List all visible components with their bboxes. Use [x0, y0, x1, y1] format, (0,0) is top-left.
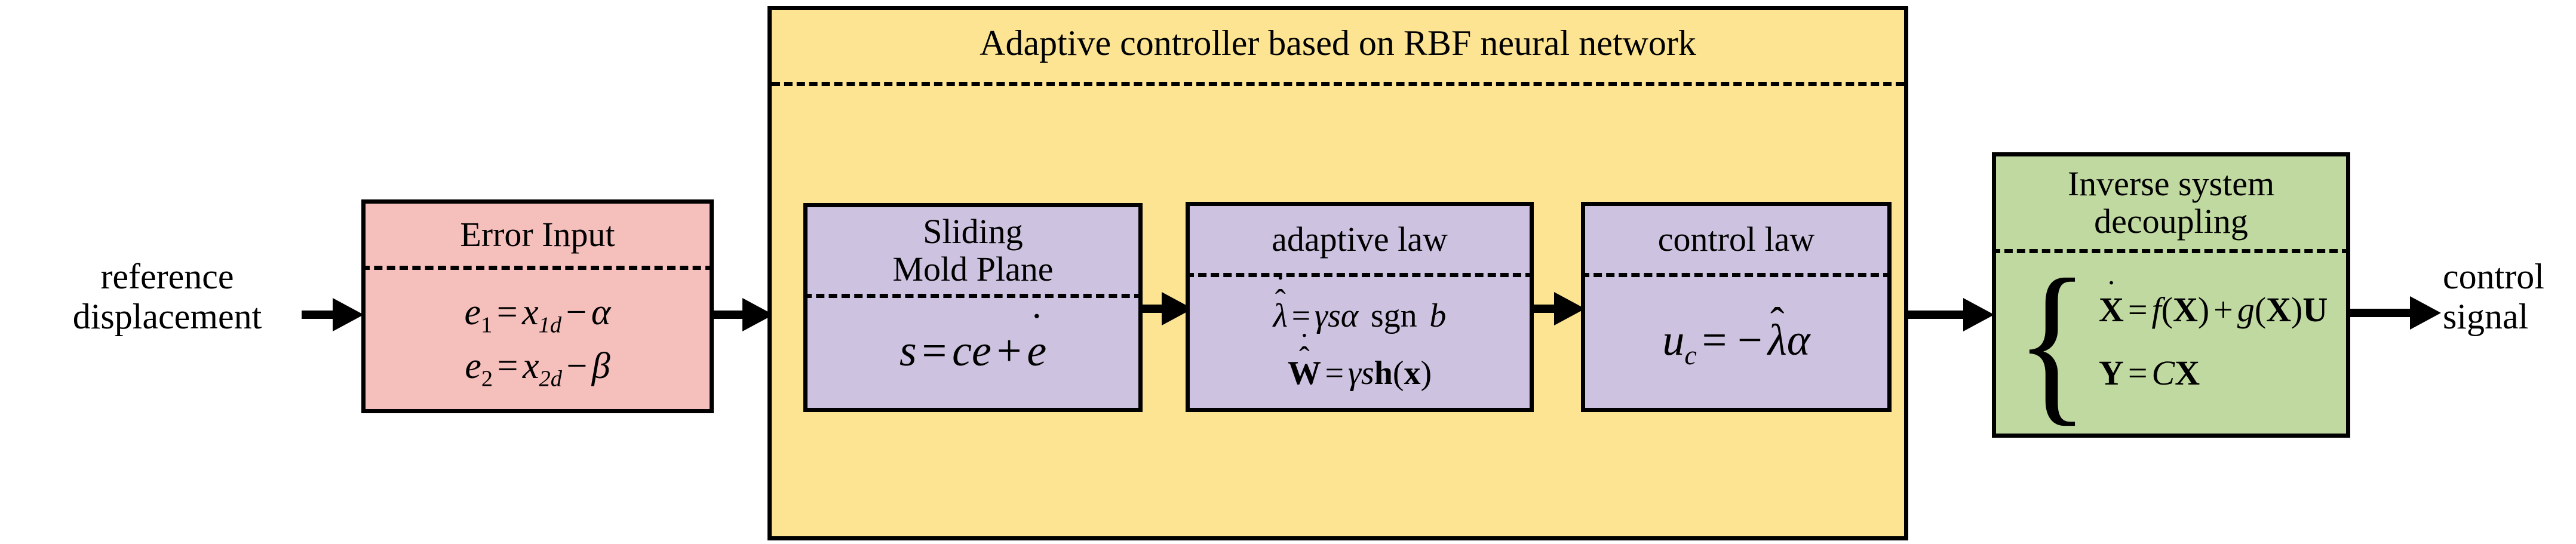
error-input-body: e1=x1d−α e2=x2d−β — [366, 266, 710, 409]
state-equation: ˙X=f(X)+g(X)U — [2099, 273, 2328, 329]
arrow-shaft — [302, 311, 336, 319]
adaptive-law-block[interactable]: adaptive law ˙̂λ=γsα sgn b ˙̂W=γsh(x) — [1186, 202, 1534, 412]
control-signal-label: control signal — [2443, 257, 2544, 337]
adaptive-controller-group-title: Adaptive controller based on RBF neural … — [980, 23, 1696, 63]
adaptive-law-divider — [1186, 273, 1534, 277]
adaptive-law-body: ˙̂λ=γsα sgn b ˙̂W=γsh(x) — [1190, 269, 1530, 408]
error-equation-2: e2=x2d−β — [465, 346, 610, 392]
sliding-mold-plane-body: s=ce+˙e — [808, 294, 1138, 408]
arrow-head — [1963, 298, 1994, 331]
error-input-title: Error Input — [460, 214, 615, 254]
sliding-mold-plane-divider — [803, 294, 1143, 298]
reference-displacement-label: reference displacement — [72, 257, 262, 337]
sliding-equation: s=ce+˙e — [899, 304, 1047, 376]
arrow-shaft — [714, 311, 747, 319]
inverse-system-decoupling-title: Inverse system decoupling — [2067, 164, 2275, 241]
error-equation-1: e1=x1d−α — [464, 292, 611, 338]
control-law-block[interactable]: control law uc=−̂λα — [1581, 202, 1892, 412]
curly-brace-icon: { — [2015, 242, 2089, 441]
system-equations-brace-group: { ˙X=f(X)+g(X)U Y=CX — [2009, 242, 2328, 441]
control-law-divider — [1581, 273, 1892, 277]
inverse-system-decoupling-body: { ˙X=f(X)+g(X)U Y=CX — [1996, 249, 2346, 434]
sliding-mold-plane-title: Sliding Mold Plane — [892, 211, 1054, 288]
arrow-head — [2410, 296, 2441, 330]
adaptive-equation-weights: ˙̂W=γsh(x) — [1287, 327, 1432, 392]
arrow-shaft — [2350, 309, 2415, 317]
arrow-shaft — [1143, 305, 1166, 313]
control-law-body: uc=−̂λα — [1585, 273, 1887, 408]
output-equation: Y=CX — [2099, 353, 2200, 392]
error-input-divider — [361, 266, 714, 270]
sliding-mold-plane-block[interactable]: Sliding Mold Plane s=ce+˙e — [803, 203, 1143, 412]
control-law-equation: uc=−̂λα — [1662, 316, 1810, 370]
error-input-block[interactable]: Error Input e1=x1d−α e2=x2d−β — [361, 199, 714, 413]
inverse-system-decoupling-block[interactable]: Inverse system decoupling { ˙X=f(X)+g(X)… — [1992, 152, 2350, 438]
arrow-head — [333, 298, 364, 331]
adaptive-equation-lambda: ˙̂λ=γsα sgn b — [1273, 269, 1447, 334]
arrow-head — [1554, 292, 1585, 325]
adaptive-law-title: adaptive law — [1272, 219, 1448, 259]
inverse-system-decoupling-divider — [1992, 249, 2350, 253]
arrow-shaft — [1908, 311, 1968, 319]
arrow-shaft — [1533, 305, 1559, 313]
control-law-title: control law — [1657, 219, 1815, 259]
system-equations: ˙X=f(X)+g(X)U Y=CX — [2099, 273, 2328, 392]
adaptive-controller-group-divider — [772, 82, 1904, 86]
